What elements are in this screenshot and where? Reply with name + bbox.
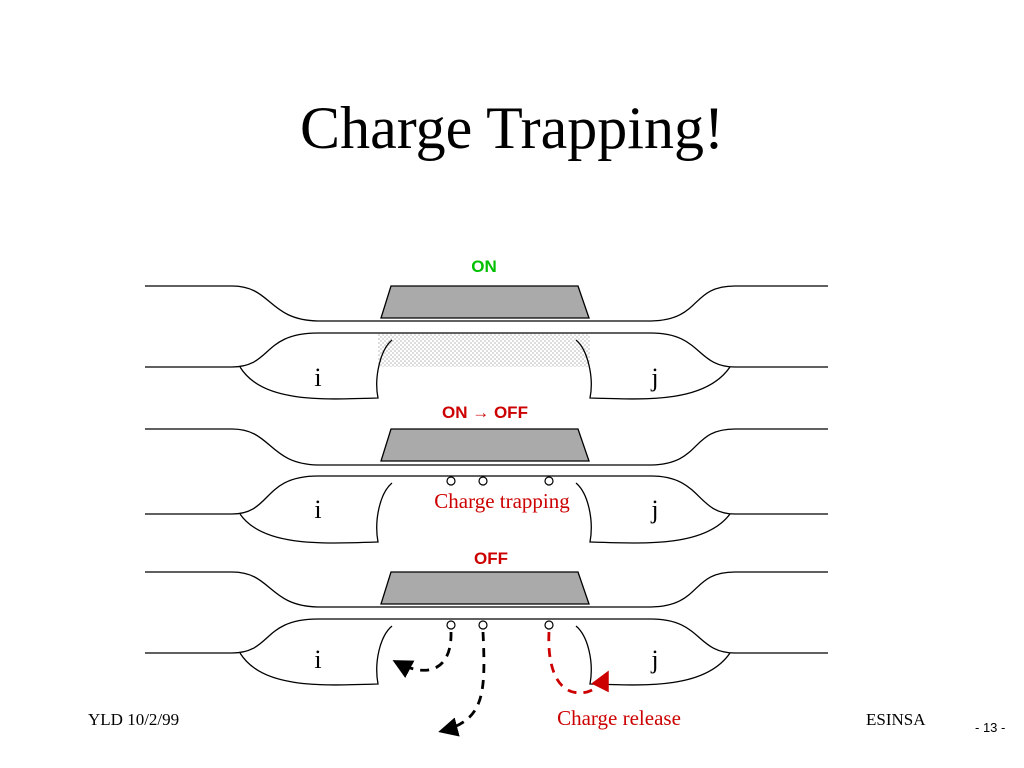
gate-electrode — [380, 285, 590, 319]
source-label: i — [314, 645, 321, 674]
released-charge — [446, 620, 456, 630]
released-charge — [544, 620, 554, 630]
drain-label: j — [650, 495, 658, 524]
upper-oxide-outline — [145, 571, 828, 608]
gate-electrode — [380, 571, 590, 605]
footer-author-date: YLD 10/2/99 — [88, 710, 180, 729]
charge-release-label: Charge release — [557, 706, 681, 730]
state-label-off: OFF — [474, 549, 508, 568]
released-charge — [478, 620, 488, 630]
trapped-charge — [446, 476, 456, 486]
trapped-charge — [544, 476, 554, 486]
lower-oxide-outline — [145, 618, 828, 654]
page-number: - 13 - — [975, 720, 1006, 735]
inversion-channel — [378, 334, 590, 367]
slide-title: Charge Trapping! — [300, 95, 724, 161]
drain-region — [575, 482, 731, 544]
device-state-off: OFF i j Charge release — [145, 549, 828, 737]
trapped-charge — [478, 476, 488, 486]
source-region — [239, 339, 393, 400]
state-label-on: ON — [471, 257, 497, 276]
footer-institution: ESINSA — [866, 710, 926, 729]
upper-oxide-outline — [145, 428, 828, 466]
device-state-on-to-off: ON → OFF Charge trapping i j — [145, 403, 828, 544]
drain-region — [575, 339, 731, 400]
charge-trapping-label: Charge trapping — [434, 489, 570, 513]
source-region — [239, 482, 393, 544]
drain-label: j — [650, 363, 658, 392]
lower-oxide-outline — [145, 332, 828, 368]
device-state-on: ON i j — [145, 257, 828, 400]
drain-label: j — [650, 645, 658, 674]
source-label: i — [314, 363, 321, 392]
source-label: i — [314, 495, 321, 524]
release-path-to-source — [392, 631, 453, 678]
release-path-to-substrate — [438, 631, 486, 737]
state-label-on-to-off: ON → OFF — [442, 403, 528, 422]
source-region — [239, 625, 393, 686]
release-path-to-drain — [547, 631, 609, 695]
upper-oxide-outline — [145, 285, 828, 322]
lower-oxide-outline — [145, 475, 828, 515]
gate-electrode — [380, 428, 590, 462]
